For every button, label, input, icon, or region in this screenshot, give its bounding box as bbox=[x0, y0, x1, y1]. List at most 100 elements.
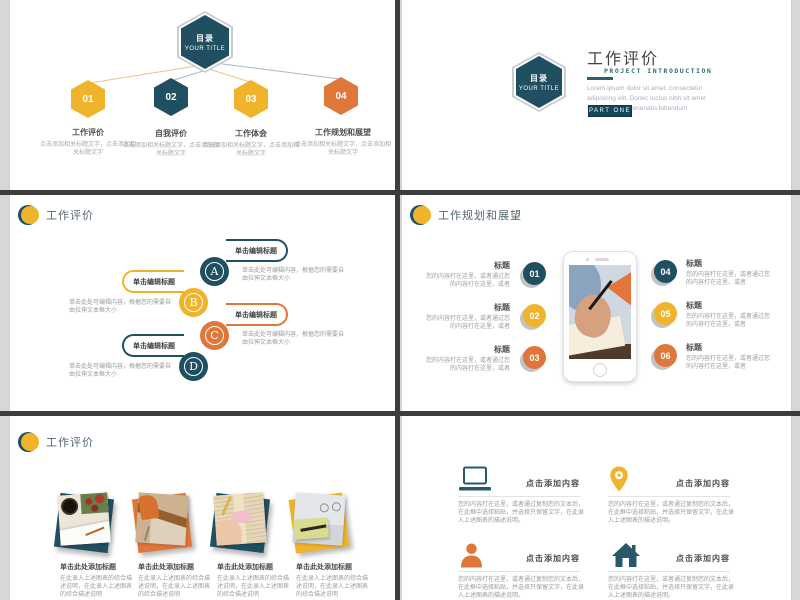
content-item-title: 点击添加内容 bbox=[526, 554, 580, 563]
plan-item-06: 标题 您的内容打在这里，或者通过您的内容打在这里，或者 bbox=[686, 342, 770, 371]
photo-writing-in-book bbox=[209, 492, 271, 554]
menu-item-label: 工作体会 bbox=[235, 129, 267, 138]
phone-speaker bbox=[595, 258, 609, 261]
content-item-desc: 您的内容打在这里，或者通过复制您的文本后，在此框中选择粘贴，并选择只保留文字，在… bbox=[608, 577, 735, 599]
slide-preview-5[interactable]: 工作评价 bbox=[10, 416, 397, 600]
plan-item-01: 标题 您的内容打在这里，或者通过您的内容打在这里，或者 bbox=[426, 260, 510, 289]
phone-home-button bbox=[593, 363, 607, 377]
number-circle-01: 01 bbox=[523, 262, 546, 285]
bracket-d: 单击编辑标题 bbox=[122, 334, 184, 357]
photo-item-desc: 在此录入上述图表的综合描述说明，在此录入上述图表的综合描述说明 bbox=[60, 576, 133, 598]
bracket-c: 单击编辑标题 bbox=[226, 303, 288, 326]
content-item-desc: 您的内容打在这里，或者通过复制您的文本后，在此框中选择粘贴，并选择只保留文字，在… bbox=[608, 502, 735, 524]
slide-preview-6[interactable]: 点击添加内容 您的内容打在这里，或者通过复制您的文本后，在此框中选择粘贴，并选择… bbox=[402, 416, 791, 600]
bracket-c-title: 单击编辑标题 bbox=[235, 311, 277, 319]
plan-item-title: 标题 bbox=[686, 259, 702, 268]
circle-c: C bbox=[200, 321, 229, 350]
menu-item-desc: 点击添加相关标题文字，点击添加相关标题文字 bbox=[295, 142, 392, 156]
photo-item-desc: 在此录入上述图表的综合描述说明，在此录入上述图表的综合描述说明 bbox=[138, 576, 211, 598]
photo-item-title: 单击此处添加标题 bbox=[217, 564, 273, 571]
slide-header-title: 工作评价 bbox=[46, 437, 94, 449]
map-pin-icon bbox=[610, 466, 628, 492]
circle-a-letter: A bbox=[205, 262, 224, 281]
plan-item-desc: 您的内容打在这里，或者通过您的内容打在这里，或者 bbox=[686, 356, 771, 370]
plan-item-desc: 您的内容打在这里，或者通过您的内容打在这里，或者 bbox=[426, 274, 511, 288]
bracket-b: 单击编辑标题 bbox=[122, 270, 184, 293]
menu-item-desc: 点击添加相关标题文字，点击添加相关标题文字 bbox=[203, 143, 300, 157]
photo-item-title: 单击此处添加标题 bbox=[60, 564, 116, 571]
house-icon bbox=[612, 543, 640, 567]
plan-item-title: 标题 bbox=[494, 303, 510, 312]
menu-item-desc: 点击添加相关标题文字，点击添加相关标题文字 bbox=[123, 143, 220, 157]
header-dot-icon bbox=[410, 205, 431, 225]
slide-preview-2[interactable]: 目录 YOUR TITLE 工作评价 PROJECT INTRODUCTION … bbox=[402, 0, 791, 190]
photo-item-title: 单击此处添加标题 bbox=[296, 564, 352, 571]
part-one-button[interactable]: PART ONE bbox=[588, 105, 632, 117]
photo-notebook-pen-glasses bbox=[288, 492, 350, 554]
phone-screen-photo bbox=[569, 265, 631, 359]
hexagon-02-number: 02 bbox=[165, 91, 177, 103]
plan-item-05: 标题 您的内容打在这里，或者通过您的内容打在这里，或者 bbox=[686, 300, 770, 329]
section-body-text: Lorem ipsum dolor sit amet, consectetur … bbox=[587, 85, 706, 112]
person-icon bbox=[460, 543, 483, 568]
horizontal-divider-2 bbox=[0, 411, 800, 416]
phone-mockup bbox=[563, 251, 637, 382]
hexagon-04-number: 04 bbox=[335, 90, 347, 102]
plan-item-title: 标题 bbox=[494, 345, 510, 354]
menu-hexagon-title: 目录 bbox=[530, 73, 548, 83]
bracket-d-title: 单击编辑标题 bbox=[133, 342, 175, 350]
hexagon-02: 02 bbox=[154, 78, 188, 116]
circle-b-letter: B bbox=[184, 293, 203, 312]
plan-item-03: 标题 您的内容打在这里，或者通过您的内容打在这里，或者 bbox=[426, 344, 510, 373]
photo-item-desc: 在此录入上述图表的综合描述说明，在此录入上述图表的综合描述说明 bbox=[217, 576, 290, 598]
menu-item-label: 自我评价 bbox=[155, 129, 187, 138]
slide-preview-4[interactable]: 工作规划和展望 01 标题 您的内容打在这里，或者通过您的内容打在这里，或者 0… bbox=[402, 195, 791, 411]
plan-item-desc: 您的内容打在这里，或者通过您的内容打在这里，或者 bbox=[426, 358, 511, 372]
menu-hexagon: 目录 YOUR TITLE bbox=[512, 52, 566, 112]
horizontal-divider-1 bbox=[0, 190, 800, 195]
circle-b: B bbox=[179, 288, 208, 317]
menu-hexagon-subtitle: YOUR TITLE bbox=[184, 45, 226, 52]
header-dot-icon bbox=[18, 432, 39, 452]
menu-hexagon-subtitle: YOUR TITLE bbox=[518, 85, 560, 92]
slide-preview-1[interactable]: 目录 YOUR TITLE 01 02 03 04 工作评价 自我评价 工作体会… bbox=[10, 0, 397, 190]
circle-d-letter: D bbox=[184, 357, 203, 376]
connector-lines bbox=[89, 62, 341, 84]
section-title: 工作评价 bbox=[587, 51, 660, 68]
hexagon-03-number: 03 bbox=[245, 93, 257, 105]
photo-orange-chair-desk bbox=[131, 492, 193, 554]
vertical-divider bbox=[395, 0, 400, 600]
slide-header-title: 工作评价 bbox=[46, 210, 94, 222]
slide-preview-3[interactable]: 工作评价 单击编辑标题 A 单击此处可编辑内容，根据您的需要自由拉伸文本框大小 … bbox=[10, 195, 397, 411]
circle-c-letter: C bbox=[205, 326, 224, 345]
number-circle-03: 03 bbox=[523, 346, 546, 369]
item-b-desc: 单击此处可编辑内容，根据您的需要自由拉伸文本框大小 bbox=[69, 300, 172, 314]
item-a-desc: 单击此处可编辑内容，根据您的需要自由拉伸文本框大小 bbox=[242, 268, 345, 282]
menu-item-label: 工作评价 bbox=[72, 128, 104, 137]
photo-coffee-and-paper bbox=[53, 492, 115, 554]
number-circle-04: 04 bbox=[654, 260, 677, 283]
bracket-b-title: 单击编辑标题 bbox=[133, 278, 175, 286]
photo-item-title: 单击此处添加标题 bbox=[138, 564, 194, 571]
circle-a: A bbox=[200, 257, 229, 286]
plan-item-desc: 您的内容打在这里，或者通过您的内容打在这里，或者 bbox=[426, 316, 511, 330]
laptop-icon bbox=[459, 466, 491, 491]
content-item-desc: 您的内容打在这里，或者通过复制您的文本后，在此框中选择粘贴，并选择只保留文字，在… bbox=[458, 577, 585, 599]
content-item-title: 点击添加内容 bbox=[676, 479, 730, 488]
plan-item-title: 标题 bbox=[494, 261, 510, 270]
menu-hexagon-title: 目录 bbox=[196, 33, 214, 43]
header-dot-icon bbox=[18, 205, 39, 225]
content-item-desc: 您的内容打在这里，或者通过复制您的文本后，在此框中选择粘贴，并选择只保留文字，在… bbox=[458, 502, 585, 524]
bracket-a: 单击编辑标题 bbox=[226, 239, 288, 262]
number-circle-02: 02 bbox=[523, 304, 546, 327]
content-item-title: 点击添加内容 bbox=[676, 554, 730, 563]
photo-item-desc: 在此录入上述图表的综合描述说明，在此录入上述图表的综合描述说明 bbox=[296, 576, 369, 598]
number-circle-06: 06 bbox=[654, 344, 677, 367]
slide-header-title: 工作规划和展望 bbox=[438, 210, 522, 222]
section-subtitle: PROJECT INTRODUCTION bbox=[604, 67, 713, 75]
menu-item-label: 工作规划和展望 bbox=[315, 128, 371, 137]
plan-item-title: 标题 bbox=[686, 343, 702, 352]
plan-item-04: 标题 您的内容打在这里，或者通过您的内容打在这里，或者 bbox=[686, 258, 770, 287]
hexagon-01: 01 bbox=[71, 80, 105, 118]
